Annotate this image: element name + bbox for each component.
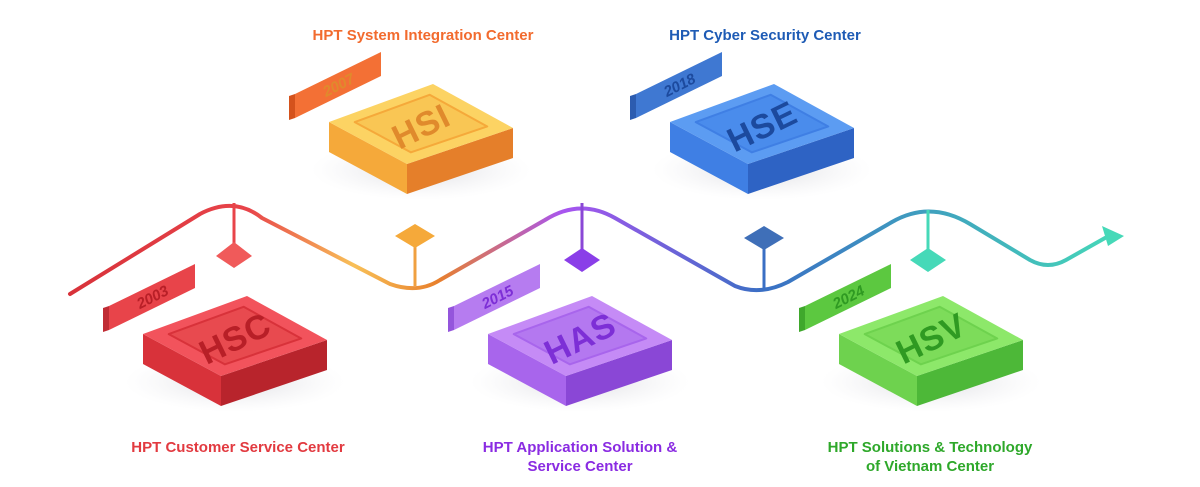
center-name-line: HPT Solutions & Technology <box>827 439 1033 456</box>
center-name-line: HPT Customer Service Center <box>131 439 345 456</box>
block-side-face <box>407 128 513 194</box>
label-hsi: HPT System Integration Center <box>288 26 558 45</box>
connector-has <box>564 203 600 272</box>
year-tag-edge <box>448 306 454 332</box>
year-tag-edge <box>799 306 805 332</box>
block-front-face <box>329 122 407 194</box>
label-hsv: HPT Solutions & Technology of Vietnam Cen… <box>800 438 1060 476</box>
year-tag <box>295 52 381 118</box>
year-tag-edge <box>630 94 636 120</box>
block-inner-plate <box>863 305 999 366</box>
block-inner-plate <box>353 93 489 154</box>
block-front-face <box>839 334 917 406</box>
block-inner-plate <box>512 305 648 366</box>
timeline-path <box>68 203 1107 296</box>
connector-hse <box>744 226 784 290</box>
block-inner-plate <box>167 305 303 366</box>
block-front-face <box>670 122 748 194</box>
year-tag <box>636 52 722 118</box>
connector-hsi <box>395 224 435 286</box>
label-has: HPT Application Solution & Service Center <box>455 438 705 476</box>
timeline-arrowhead <box>1102 226 1124 246</box>
center-name-line: HPT Cyber Security Center <box>669 27 861 44</box>
label-hsc: HPT Customer Service Center <box>108 438 368 457</box>
center-name-line: HPT Application Solution & <box>482 439 678 456</box>
block-side-face <box>221 340 327 406</box>
block-front-face <box>143 334 221 406</box>
center-name-line: of Vietnam Center <box>865 458 995 475</box>
center-name-line: HPT System Integration Center <box>312 27 534 44</box>
year-tag <box>805 264 891 330</box>
year-tag <box>109 264 195 330</box>
year-tag <box>454 264 540 330</box>
block-inner-plate <box>694 93 830 154</box>
label-hse: HPT Cyber Security Center <box>640 26 890 45</box>
center-name-line: Service Center <box>527 458 633 475</box>
year-tag-edge <box>103 306 109 332</box>
connector-hsc <box>216 203 252 268</box>
block-front-face <box>488 334 566 406</box>
year-tag-edge <box>289 94 295 120</box>
block-side-face <box>566 340 672 406</box>
block-side-face <box>917 340 1023 406</box>
connector-hsv <box>910 210 946 272</box>
block-side-face <box>748 128 854 194</box>
